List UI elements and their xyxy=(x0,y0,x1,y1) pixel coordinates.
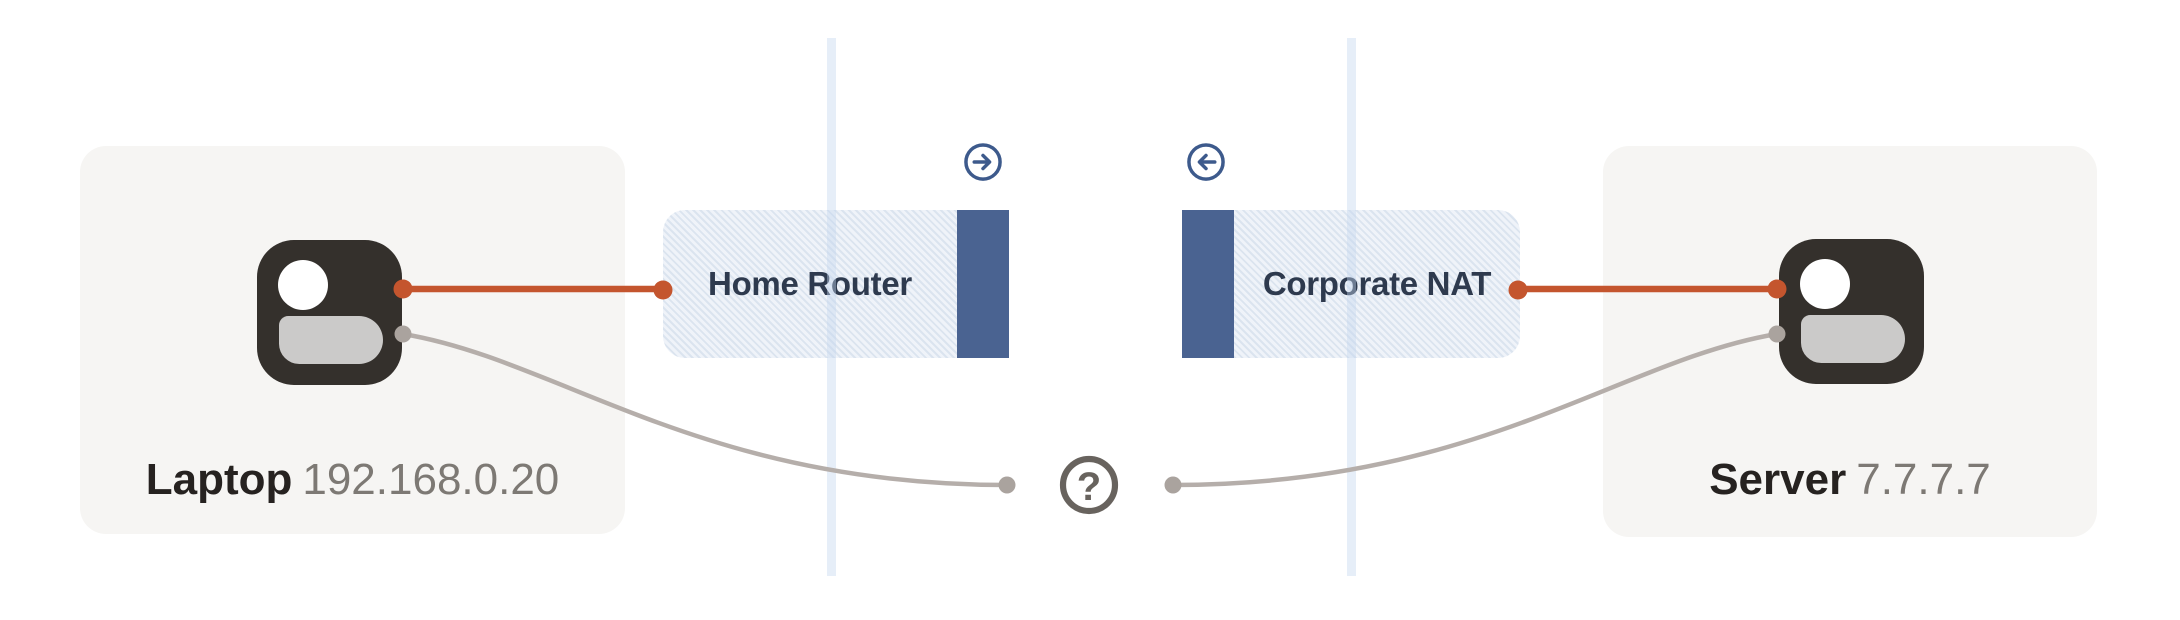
server-ip: 7.7.7.7 xyxy=(1856,455,1991,504)
arrow-right-circle-icon xyxy=(964,143,1002,181)
corporate-nat-stripes: Corporate NAT xyxy=(1234,210,1520,358)
corporate-nat-bar xyxy=(1182,210,1234,358)
home-router-label: Home Router xyxy=(708,265,912,302)
question-mark-circle-icon: ? xyxy=(1059,455,1119,515)
laptop-name: Laptop xyxy=(145,455,293,504)
server-device-icon xyxy=(1779,239,1924,384)
home-router-nat-bar xyxy=(957,210,1009,358)
laptop-device-icon xyxy=(257,240,402,385)
home-router-stripes: Home Router xyxy=(663,210,957,358)
nat-boundary-line-left xyxy=(827,38,836,576)
person-body-shape xyxy=(1801,315,1905,363)
corporate-nat-label: Corporate NAT xyxy=(1262,265,1492,302)
home-router-box: Home Router xyxy=(663,210,1009,358)
person-head-shape xyxy=(278,260,328,310)
person-head-shape xyxy=(1800,259,1850,309)
question-mark-glyph: ? xyxy=(1077,465,1101,509)
person-body-shape xyxy=(279,316,383,364)
laptop-ip: 192.168.0.20 xyxy=(302,455,560,504)
arrow-left-circle-icon xyxy=(1187,143,1225,181)
server-name: Server xyxy=(1709,455,1847,504)
nat-boundary-line-right xyxy=(1347,38,1356,576)
